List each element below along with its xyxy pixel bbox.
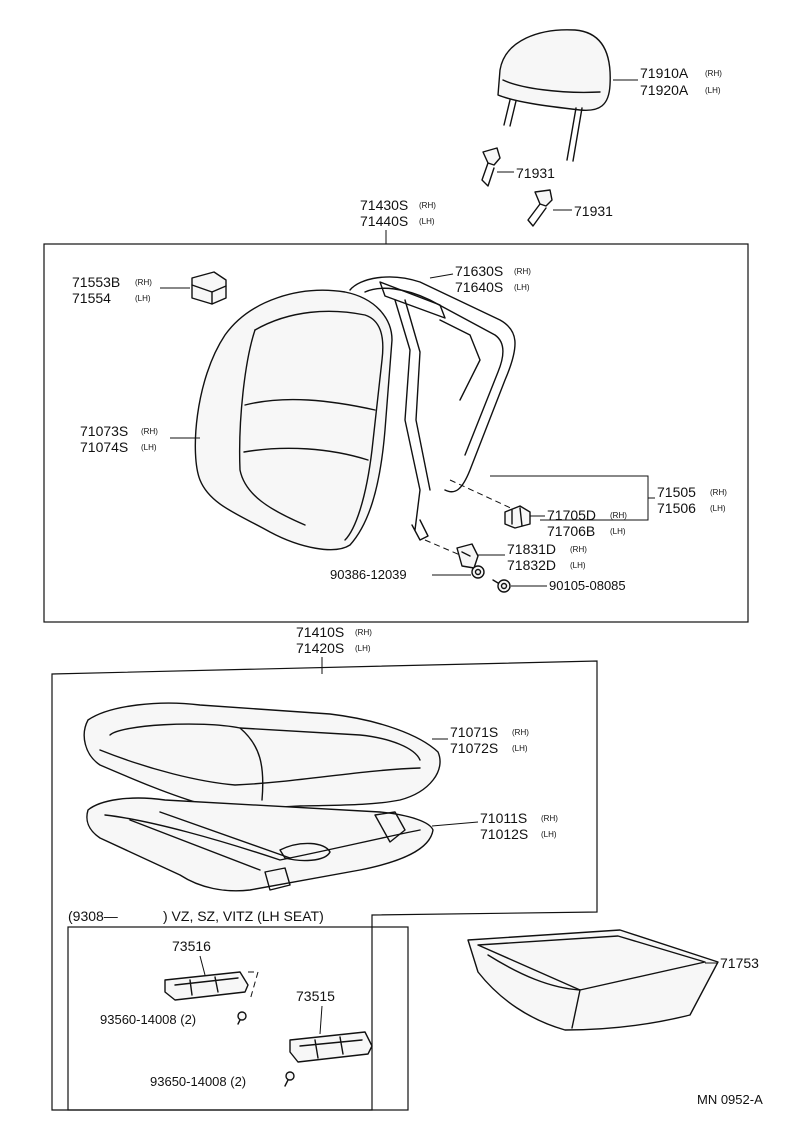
label-71071s: 71071S <box>450 724 498 740</box>
headrest[interactable] <box>497 29 611 162</box>
seat-adjuster-2[interactable] <box>289 1031 373 1063</box>
label-71440s: 71440S <box>360 213 408 229</box>
label-71011s: 71011S <box>480 810 527 826</box>
label-71931-a: 71931 <box>516 165 555 181</box>
label-variant-date: (9308— <box>68 908 118 924</box>
back-hook[interactable] <box>504 505 531 529</box>
seat-back-cover[interactable] <box>194 289 393 551</box>
label-rh: (RH) <box>705 69 722 78</box>
label-71640s: 71640S <box>455 279 503 295</box>
label-rh: (RH) <box>610 511 627 520</box>
label-71553b: 71553B <box>72 274 120 290</box>
label-71420s: 71420S <box>296 640 344 656</box>
dashed-hook-line <box>449 479 516 511</box>
variant-sub-box <box>67 926 409 1111</box>
label-rh: (RH) <box>512 728 529 737</box>
dashed-bracket-line <box>424 539 461 556</box>
label-lh: (LH) <box>419 217 435 226</box>
label-71910a: 71910A <box>640 65 689 81</box>
label-rh: (RH) <box>570 545 587 554</box>
label-rh: (RH) <box>135 278 152 287</box>
label-rh: (RH) <box>541 814 558 823</box>
headrest-support-2[interactable] <box>527 189 553 227</box>
leader-73515 <box>319 1005 323 1035</box>
label-lh: (LH) <box>610 527 626 536</box>
label-90386-12039: 90386-12039 <box>330 567 407 582</box>
label-71072s: 71072S <box>450 740 498 756</box>
leader-71630s <box>429 273 454 279</box>
label-71753: 71753 <box>720 955 759 971</box>
label-lh: (LH) <box>570 561 586 570</box>
label-rh: (RH) <box>419 201 436 210</box>
label-71706b: 71706B <box>547 523 595 539</box>
label-lh: (LH) <box>512 744 528 753</box>
label-71920a: 71920A <box>640 82 689 98</box>
back-bracket[interactable] <box>456 543 479 569</box>
label-71074s: 71074S <box>80 439 128 455</box>
label-93560-14008: 93560-14008 (2) <box>100 1012 196 1027</box>
label-lh: (LH) <box>514 283 530 292</box>
label-71012s: 71012S <box>480 826 528 842</box>
seat-adjuster-1[interactable] <box>164 971 249 1001</box>
label-rh: (RH) <box>710 488 727 497</box>
seat-cushion-frame[interactable] <box>86 797 434 892</box>
leader-71011s <box>431 821 479 827</box>
label-71505: 71505 <box>657 484 696 500</box>
label-71430s: 71430S <box>360 197 408 213</box>
label-lh: (LH) <box>141 443 157 452</box>
label-71506: 71506 <box>657 500 696 516</box>
label-73515: 73515 <box>296 988 335 1004</box>
label-71931-b: 71931 <box>574 203 613 219</box>
label-rh: (RH) <box>141 427 158 436</box>
label-71554: 71554 <box>72 290 111 306</box>
label-93650-14008: 93650-14008 (2) <box>150 1074 246 1089</box>
label-90105-08085: 90105-08085 <box>549 578 626 593</box>
label-lh: (LH) <box>355 644 371 653</box>
label-71410s: 71410S <box>296 624 344 640</box>
label-71832d: 71832D <box>507 557 556 573</box>
label-73516: 73516 <box>172 938 211 954</box>
seat-back-frame[interactable] <box>349 276 516 541</box>
bolt-90105[interactable] <box>492 579 511 593</box>
label-rh: (RH) <box>355 628 372 637</box>
label-rh: (RH) <box>514 267 531 276</box>
seat-back-group-box <box>43 243 749 623</box>
seat-cushion-cover[interactable] <box>83 702 441 809</box>
screw-93560[interactable] <box>237 1011 247 1025</box>
label-71705d: 71705D <box>547 507 596 523</box>
label-lh: (LH) <box>541 830 557 839</box>
label-lh: (LH) <box>710 504 726 513</box>
label-71831d: 71831D <box>507 541 556 557</box>
under-seat-tray[interactable] <box>467 929 719 1031</box>
label-71073s: 71073S <box>80 423 128 439</box>
label-71630s: 71630S <box>455 263 503 279</box>
headrest-support-1[interactable] <box>481 147 501 187</box>
label-lh: (LH) <box>705 86 721 95</box>
seat-cushion-group-box <box>51 660 598 1111</box>
leader-73516 <box>199 955 206 976</box>
back-cover-clip[interactable] <box>191 271 227 305</box>
label-lh: (LH) <box>135 294 151 303</box>
screw-93650[interactable] <box>284 1071 295 1087</box>
label-variant-desc: ) VZ, SZ, VITZ (LH SEAT) <box>163 908 324 924</box>
diagram-code: MN 0952-A <box>697 1092 763 1107</box>
dashed-screw-line-1 <box>248 971 259 1001</box>
bolt-90386[interactable] <box>471 565 485 579</box>
